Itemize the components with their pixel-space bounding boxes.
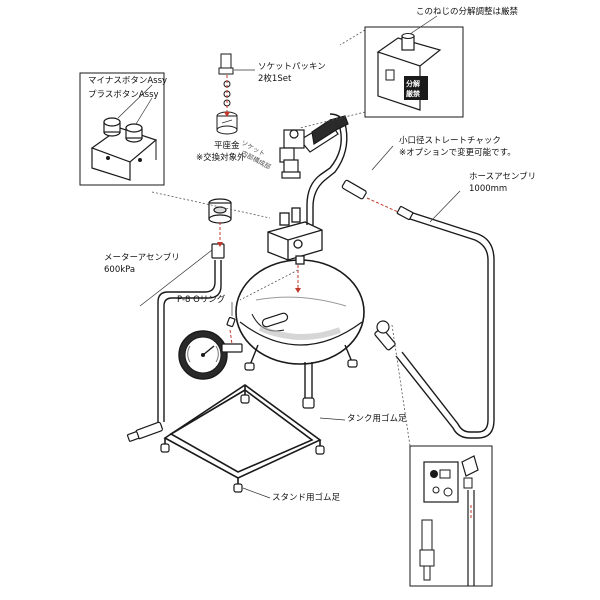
stand-rubber-foot bbox=[160, 394, 325, 493]
stand-frame bbox=[163, 384, 322, 488]
chuck-assembly bbox=[279, 115, 349, 179]
stamp-label-2: 厳禁 bbox=[406, 90, 420, 98]
tank-foot-label: タンク用ゴム足 bbox=[347, 414, 407, 424]
callout-lines bbox=[151, 29, 411, 447]
stand-foot-label: スタンド用ゴム足 bbox=[272, 493, 341, 503]
small-chuck-label: 小口径ストレートチャック bbox=[399, 136, 501, 146]
air-tank bbox=[235, 259, 365, 365]
air-hose bbox=[395, 211, 495, 439]
replace-excluded-label: ※交換対象外 bbox=[196, 153, 246, 163]
valve-block bbox=[267, 207, 323, 265]
tank-rubber-foot bbox=[244, 359, 358, 409]
arrow-heads bbox=[217, 112, 301, 293]
meter-assembly-label: メーターアセンブリ bbox=[104, 253, 180, 263]
inlet-pipe bbox=[157, 260, 222, 422]
meter-pressure-label: 600kPa bbox=[104, 265, 136, 275]
inset-detail bbox=[409, 445, 493, 587]
leader-lines bbox=[139, 69, 461, 499]
o-ring-label: P-8 Oリング bbox=[177, 295, 226, 305]
pressure-gauge bbox=[178, 330, 228, 380]
socket-packing-qty-label: 2枚1Set bbox=[258, 74, 292, 84]
plus-button-label: プラスボタンAssy bbox=[88, 90, 159, 100]
hose-assembly-label: ホースアセンブリ bbox=[469, 172, 537, 182]
inlet-coupler bbox=[126, 421, 163, 442]
small-straight-chuck bbox=[341, 179, 414, 221]
hose-end-chuck bbox=[374, 320, 396, 351]
inset-tamper bbox=[364, 15, 464, 118]
hose-length-label: 1000mm bbox=[469, 184, 508, 194]
inset-buttons bbox=[79, 72, 165, 186]
gauge-fitting bbox=[221, 316, 243, 353]
optional-note-label: ※オプションで変更可能です。 bbox=[399, 148, 516, 158]
stamp-label-1: 分解 bbox=[406, 80, 420, 88]
tank-legs bbox=[249, 344, 353, 400]
tamper-warning-label: このねじの分解調整は厳禁 bbox=[416, 7, 519, 17]
meter-fitting bbox=[211, 243, 225, 259]
flat-washer-label: 平座金 bbox=[214, 141, 240, 151]
packing-stack bbox=[216, 53, 238, 135]
minus-button-label: マイナスボタンAssy bbox=[88, 76, 168, 86]
socket-part bbox=[208, 198, 232, 224]
socket-packing-label: ソケットパッキン bbox=[258, 62, 326, 72]
assembly-arrows bbox=[219, 75, 399, 345]
